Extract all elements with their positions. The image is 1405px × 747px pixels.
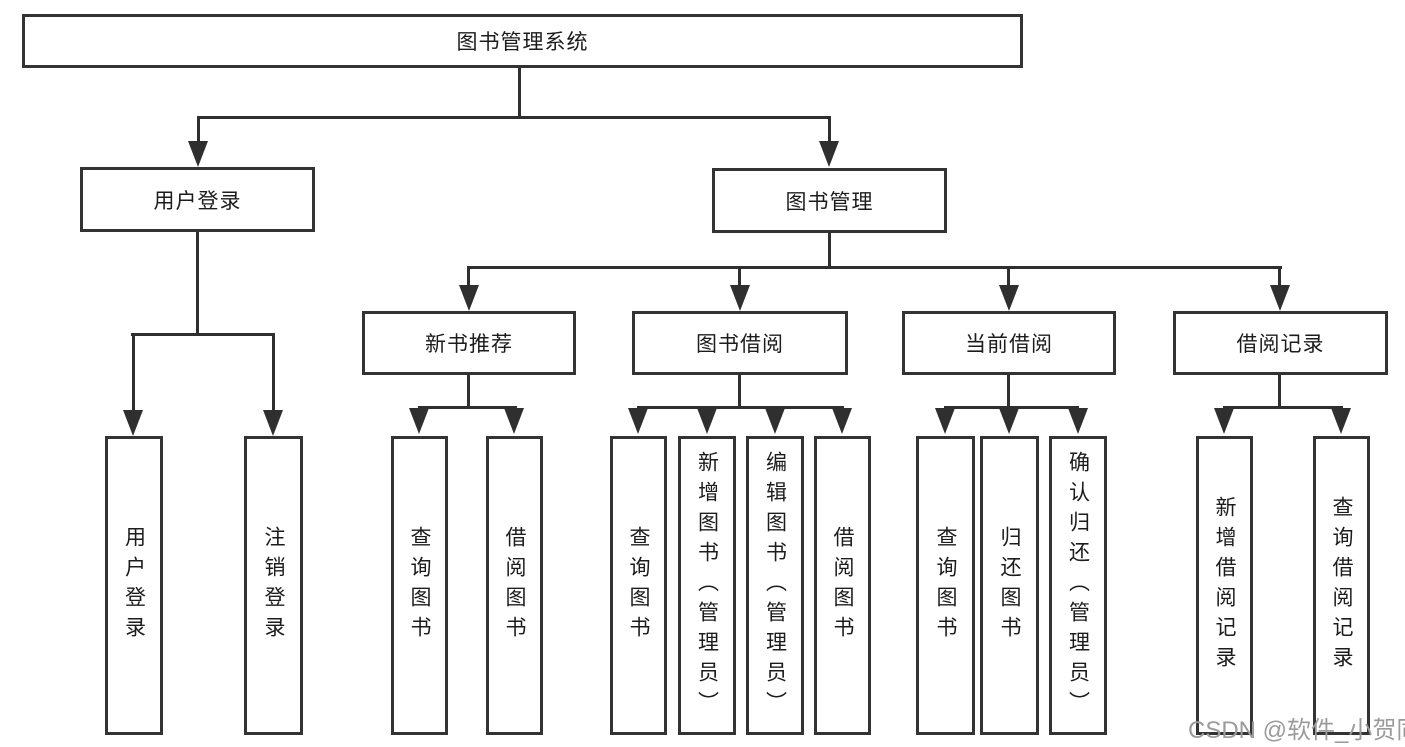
arrow-down-icon [504,408,524,434]
connector-level3-hline [467,266,1282,269]
arrow-down-icon [263,410,283,436]
arrow-down-icon [999,408,1019,434]
node-leaf-query-book-borrow-label: 查询图书 [627,525,650,646]
arrow-down-icon [1214,408,1234,434]
node-book-management-label: 图书管理 [785,190,874,214]
connector-to-leaf-user-login [132,333,135,411]
node-leaf-borrow-book-recommend-label: 借阅图书 [503,525,526,646]
arrow-down-icon [832,408,852,434]
node-leaf-logout-label: 注销登录 [262,525,285,646]
node-leaf-add-book-admin-label: 新增图书（管理员） [695,450,719,721]
connector-to-user-login [197,116,200,144]
connector-borrow-records-hline [1223,406,1343,409]
connector-root-stub [518,68,521,118]
node-leaf-query-book-current-label: 查询图书 [934,525,957,646]
node-leaf-confirm-return-admin-label: 确认归还（管理员） [1066,450,1090,721]
node-new-book-recommend-label: 新书推荐 [425,333,513,356]
connector-to-borrow-records [1278,266,1281,287]
connector-book-management-stub [828,233,831,269]
node-borrow-records: 借阅记录 [1173,311,1388,375]
arrow-down-icon [1331,408,1351,434]
node-leaf-return-book: 归还图书 [980,436,1039,735]
node-root-label: 图书管理系统 [456,31,589,54]
watermark: CSDN @软件_小贺同学 [1188,717,1405,744]
arrow-down-icon [123,410,143,436]
node-leaf-query-book-borrow: 查询图书 [610,436,667,735]
node-user-login: 用户登录 [80,167,315,232]
arrow-down-icon [697,408,717,434]
node-leaf-query-book-recommend-label: 查询图书 [408,525,431,646]
connector-to-book-borrow [738,266,741,287]
arrow-down-icon [409,408,429,434]
node-leaf-query-borrow-record-label: 查询借阅记录 [1330,495,1353,676]
arrow-down-icon [765,408,785,434]
connector-level1-hline [197,116,831,119]
node-borrow-records-label: 借阅记录 [1236,333,1325,356]
connector-new-book-stub [467,375,470,408]
node-book-management: 图书管理 [712,168,947,233]
node-leaf-edit-book-admin: 编辑图书（管理员） [746,436,804,735]
arrow-down-icon [1270,285,1290,311]
node-leaf-add-borrow-record-label: 新增借阅记录 [1213,495,1236,676]
node-leaf-borrow-book-label: 借阅图书 [831,525,854,646]
node-leaf-return-book-label: 归还图书 [998,525,1021,646]
node-leaf-confirm-return-admin: 确认归还（管理员） [1049,436,1107,735]
connector-to-current-borrow [1007,266,1010,287]
node-new-book-recommend: 新书推荐 [362,311,576,375]
node-leaf-query-borrow-record: 查询借阅记录 [1313,436,1370,735]
node-book-borrow: 图书借阅 [632,311,848,375]
connector-current-borrow-stub [1007,375,1010,408]
node-leaf-user-login: 用户登录 [105,436,163,735]
node-user-login-label: 用户登录 [153,189,242,213]
node-leaf-add-borrow-record: 新增借阅记录 [1196,436,1253,735]
connector-book-borrow-stub [738,375,741,408]
arrow-down-icon [819,141,839,167]
arrow-down-icon [459,285,479,311]
node-current-borrow-label: 当前借阅 [965,333,1053,356]
node-leaf-borrow-book: 借阅图书 [814,436,871,735]
node-current-borrow: 当前借阅 [902,311,1116,375]
arrow-down-icon [999,285,1019,311]
arrow-down-icon [1068,408,1088,434]
node-leaf-query-book-recommend: 查询图书 [391,436,448,735]
arrow-down-icon [730,285,750,311]
arrow-down-icon [628,408,648,434]
connector-new-book-hline [418,406,517,409]
node-leaf-query-book-current: 查询图书 [916,436,975,735]
connector-user-login-stub [196,232,199,335]
node-leaf-edit-book-admin-label: 编辑图书（管理员） [763,450,787,721]
connector-to-new-book [467,266,470,287]
node-root: 图书管理系统 [22,14,1023,68]
node-leaf-user-login-label: 用户登录 [122,525,146,646]
connector-book-borrow-hline [637,406,844,409]
arrow-down-icon [935,408,955,434]
connector-to-book-management [828,116,831,144]
connector-to-leaf-logout [272,333,275,411]
connector-current-borrow-hline [944,406,1079,409]
node-book-borrow-label: 图书借阅 [696,333,784,356]
connector-user-login-hline [131,333,275,336]
node-leaf-add-book-admin: 新增图书（管理员） [678,436,736,735]
node-leaf-borrow-book-recommend: 借阅图书 [486,436,543,735]
connector-borrow-records-stub [1278,375,1281,408]
node-leaf-logout: 注销登录 [244,436,303,735]
arrow-down-icon [188,141,208,167]
